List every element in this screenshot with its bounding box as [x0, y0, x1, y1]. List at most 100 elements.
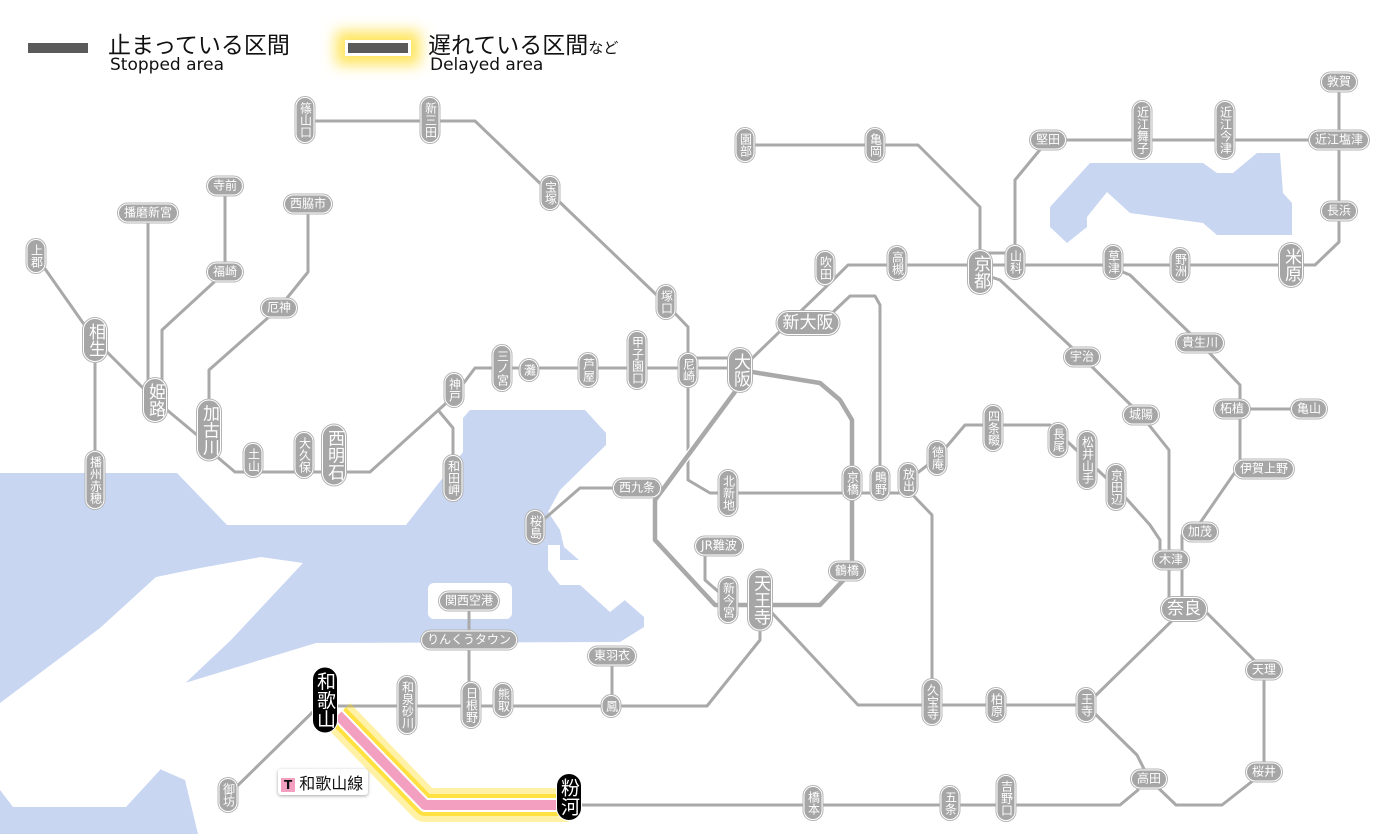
station-normal[interactable]: 近江塩津: [1308, 130, 1370, 150]
station-normal[interactable]: 亀山: [1290, 399, 1328, 419]
station-normal[interactable]: 堅田: [1029, 130, 1067, 150]
osaka-bay-water: [0, 410, 644, 834]
rail-line: [1147, 607, 1266, 807]
station-normal[interactable]: 長尾: [1048, 423, 1068, 457]
station-normal[interactable]: 関西空港: [438, 591, 500, 611]
station-normal[interactable]: 米原: [1279, 243, 1303, 287]
station-normal[interactable]: 新今宮: [718, 577, 738, 623]
station-normal[interactable]: 三ノ宮: [492, 345, 512, 391]
station-normal[interactable]: 神戸: [444, 373, 464, 407]
station-normal[interactable]: 新大阪: [776, 311, 840, 335]
station-normal[interactable]: 姫路: [143, 378, 167, 422]
station-normal[interactable]: 甲子園口: [627, 331, 647, 389]
station-normal[interactable]: 宝塚: [540, 176, 560, 210]
rail-line: [828, 294, 882, 483]
station-normal[interactable]: 四条畷: [983, 405, 1003, 451]
station-normal[interactable]: 鴫野: [870, 466, 890, 500]
station-normal[interactable]: 京橋: [842, 466, 862, 500]
station-stopped-or-delayed[interactable]: 和歌山: [312, 666, 338, 734]
station-normal[interactable]: 奈良: [1161, 597, 1207, 621]
rail-line: [984, 273, 1171, 609]
station-normal[interactable]: 園部: [735, 128, 755, 162]
station-normal[interactable]: 高田: [1130, 769, 1168, 789]
station-normal[interactable]: 大久保: [294, 432, 314, 478]
station-normal[interactable]: 伊賀上野: [1233, 459, 1295, 479]
station-normal[interactable]: 五条: [940, 786, 960, 820]
station-normal[interactable]: 上郡: [26, 239, 46, 273]
station-normal[interactable]: 近江舞子: [1132, 101, 1152, 159]
station-normal[interactable]: 塚口: [656, 285, 676, 319]
station-normal[interactable]: 西明石: [322, 424, 346, 486]
station-normal[interactable]: 新三田: [420, 97, 440, 143]
station-normal[interactable]: 亀岡: [865, 128, 885, 162]
rail-line: [160, 186, 227, 400]
rail-line: [745, 143, 982, 272]
station-normal[interactable]: 土山: [243, 443, 263, 477]
station-normal[interactable]: 王寺: [1076, 688, 1096, 722]
rail-line: [906, 488, 934, 702]
stopped-swatch: [28, 43, 88, 53]
station-normal[interactable]: 長浜: [1320, 201, 1358, 221]
station-normal[interactable]: 山科: [1005, 245, 1025, 279]
station-normal[interactable]: 柘植: [1213, 399, 1251, 419]
station-normal[interactable]: 西九条: [612, 478, 662, 498]
station-normal[interactable]: JR難波: [695, 536, 743, 556]
station-normal[interactable]: 播磨新宮: [117, 203, 179, 223]
station-normal[interactable]: 久宝寺: [922, 679, 942, 725]
station-normal[interactable]: りんくうタウン: [421, 630, 517, 650]
wakayama-line-delayed: [334, 711, 569, 810]
station-normal[interactable]: 鳳: [601, 695, 621, 717]
station-normal[interactable]: 厄神: [260, 298, 298, 318]
station-normal[interactable]: 京都: [968, 250, 992, 294]
station-normal[interactable]: 福崎: [206, 262, 244, 282]
delayed-swatch: [345, 40, 411, 56]
station-normal[interactable]: 芦屋: [578, 353, 598, 387]
station-normal[interactable]: 木津: [1152, 550, 1190, 570]
station-stopped-or-delayed[interactable]: 粉河: [556, 773, 582, 821]
station-normal[interactable]: 篠山口: [295, 97, 315, 143]
station-normal[interactable]: 灘: [519, 359, 539, 381]
station-normal[interactable]: 橋本: [803, 786, 823, 820]
station-normal[interactable]: 御坊: [218, 778, 238, 812]
legend-stopped-jp: 止まっている区間: [108, 33, 290, 59]
station-normal[interactable]: 貴生川: [1175, 333, 1225, 353]
station-normal[interactable]: 天王寺: [748, 569, 772, 631]
station-normal[interactable]: 天理: [1245, 660, 1283, 680]
station-normal[interactable]: 熊取: [493, 683, 513, 717]
station-normal[interactable]: 吹田: [815, 251, 835, 285]
station-normal[interactable]: 日根野: [461, 682, 481, 728]
station-normal[interactable]: 相生: [83, 318, 107, 362]
station-normal[interactable]: 徳庵: [927, 441, 947, 475]
osaka-loop-line: [652, 367, 855, 608]
station-normal[interactable]: 高槻: [887, 246, 907, 280]
station-normal[interactable]: 東羽衣: [587, 646, 637, 666]
station-normal[interactable]: 草津: [1103, 245, 1123, 279]
station-normal[interactable]: 近江今津: [1215, 101, 1235, 159]
station-normal[interactable]: 北新地: [718, 470, 738, 516]
station-normal[interactable]: 敦賀: [1320, 72, 1358, 92]
station-normal[interactable]: 西脇市: [283, 194, 333, 214]
station-normal[interactable]: 放出: [898, 463, 918, 497]
station-normal[interactable]: 桜島: [525, 510, 545, 544]
rail-line: [226, 698, 327, 797]
station-normal[interactable]: 寺前: [206, 176, 244, 196]
station-normal[interactable]: 播州赤穂: [85, 451, 105, 509]
station-normal[interactable]: 加古川: [197, 399, 221, 461]
station-normal[interactable]: 柏原: [986, 688, 1006, 722]
station-normal[interactable]: 松井山手: [1077, 431, 1097, 489]
station-normal[interactable]: 吉野口: [996, 775, 1016, 821]
station-normal[interactable]: 和泉砂川: [397, 676, 417, 734]
station-normal[interactable]: 尼崎: [678, 353, 698, 387]
station-normal[interactable]: 京田辺: [1106, 464, 1126, 510]
station-normal[interactable]: 加茂: [1181, 522, 1219, 542]
station-normal[interactable]: 城陽: [1122, 405, 1160, 425]
station-normal[interactable]: 鶴橋: [828, 561, 866, 581]
station-normal[interactable]: 和田岬: [443, 455, 463, 501]
station-normal[interactable]: 桜井: [1245, 762, 1283, 782]
rail-line: [686, 370, 908, 495]
station-normal[interactable]: 大阪: [728, 348, 752, 392]
legend-stopped-en: Stopped area: [110, 55, 225, 75]
station-normal[interactable]: 宇治: [1063, 347, 1101, 367]
station-normal[interactable]: 野洲: [1170, 248, 1190, 282]
